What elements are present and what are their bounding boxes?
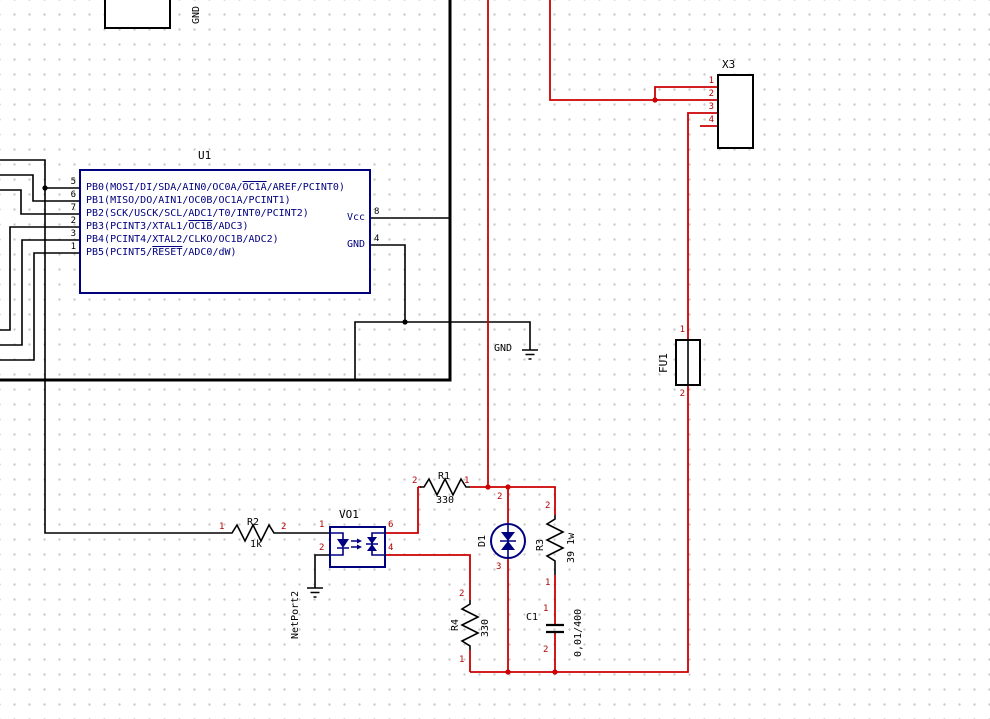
gnd-pin-top-left-label: GND [191, 5, 202, 24]
vo1-pin-number: 4 [388, 543, 394, 553]
r4-pin-number: 1 [459, 655, 465, 665]
u1-pin-number: 4 [374, 234, 380, 244]
u1-pin-name-pb4: PB4(PCINT4/XTAL2/CLKO/OC1B/ADC2) [86, 234, 279, 245]
u1-pin-number: 8 [374, 207, 380, 217]
r3-refdes[interactable]: R3 [535, 538, 546, 551]
r2-pin-number: 1 [219, 522, 225, 532]
x3-pin-number: 1 [708, 76, 714, 86]
u1-pin-number: 1 [70, 242, 76, 252]
u1-refdes[interactable]: U1 [198, 149, 212, 162]
u1-pin-number: 6 [70, 190, 76, 200]
u1-pin-number: 5 [70, 177, 76, 187]
u1-pin-name-pb2: PB2(SCK/USCK/SCL/ADC1/T0/INT0/PCINT2) [86, 208, 309, 219]
u1-pin-name-pb3: PB3(PCINT3/XTAL1/OC1B/ADC3) [86, 221, 249, 232]
thick-black-outline[interactable] [0, 0, 452, 382]
vo1-pin-number: 6 [388, 520, 394, 530]
c1-refdes[interactable]: C1 [526, 612, 539, 623]
vo1-pin-number: 1 [319, 520, 325, 530]
fu1-symbol[interactable] [675, 339, 701, 386]
r4-refdes[interactable]: R4 [450, 618, 461, 631]
u1-pin-name-gnd: GND [346, 239, 365, 250]
vo1-symbol[interactable] [329, 526, 386, 568]
red-wire-net[interactable] [385, 0, 718, 675]
d1-refdes[interactable]: D1 [477, 534, 488, 547]
r1-refdes[interactable]: R1 [438, 471, 451, 482]
topleft-partial-component[interactable] [104, 0, 171, 29]
gnd-net-label[interactable]: GND [494, 343, 513, 354]
c1-value[interactable]: 0,01/400 [573, 608, 584, 657]
u1-pin-name-pb0: PB0(MOSI/DI/SDA/AIN0/OC0A/OC1A/AREF/PCIN… [86, 182, 345, 193]
u1-pin-name-vcc: Vcc [346, 212, 365, 223]
u1-pin-name-pb1: PB1(MISO/DO/AIN1/OC0B/OC1A/PCINT1) [86, 195, 291, 206]
fu1-pin-number: 2 [679, 389, 685, 399]
u1-pin-number: 2 [70, 216, 76, 226]
d1-pin-number: 3 [496, 562, 502, 572]
vo1-refdes[interactable]: VO1 [339, 508, 359, 521]
r3-symbol[interactable] [545, 515, 565, 575]
r3-value[interactable]: 39 1w [566, 532, 577, 563]
u1-pin-number: 7 [70, 203, 76, 213]
x3-pin-number: 3 [708, 102, 714, 112]
c1-pin-number: 1 [543, 604, 549, 614]
netport2-gnd-symbol[interactable] [307, 587, 323, 598]
r2-refdes[interactable]: R2 [247, 517, 260, 528]
x3-symbol[interactable] [717, 74, 754, 149]
r2-symbol[interactable] [228, 523, 278, 543]
r3-pin-number: 1 [545, 578, 551, 588]
vo1-pin-number: 2 [319, 543, 325, 553]
d1-symbol[interactable] [490, 523, 526, 559]
r1-pin-number: 2 [412, 476, 418, 486]
x3-pin-number: 2 [708, 89, 714, 99]
black-wire-net[interactable] [0, 159, 531, 588]
r4-pin-number: 2 [459, 589, 465, 599]
c1-pin-number: 2 [543, 645, 549, 655]
netport2-label[interactable]: NetPort2 [290, 590, 301, 639]
r2-pin-number: 2 [281, 522, 287, 532]
r4-symbol[interactable] [460, 600, 480, 650]
fu1-refdes[interactable]: FU1 [657, 353, 670, 373]
r2-value[interactable]: 1k [250, 539, 263, 550]
fu1-pin-number: 1 [679, 325, 685, 335]
u1-pin-number: 3 [70, 229, 76, 239]
c1-symbol[interactable] [546, 623, 564, 634]
r1-value[interactable]: 330 [436, 495, 455, 506]
r1-pin-number: 1 [464, 476, 470, 486]
u1-pin-name-pb5: PB5(PCINT5/RESET/ADC0/dW) [86, 247, 237, 258]
u1-symbol[interactable] [79, 169, 371, 294]
d1-pin-number: 2 [497, 492, 503, 502]
r3-pin-number: 2 [545, 501, 551, 511]
x3-pin-number: 4 [708, 115, 714, 125]
x3-refdes[interactable]: X3 [722, 58, 736, 71]
r4-value[interactable]: 330 [480, 618, 491, 637]
gnd-symbol[interactable] [522, 349, 538, 360]
r1-symbol[interactable] [420, 477, 470, 497]
